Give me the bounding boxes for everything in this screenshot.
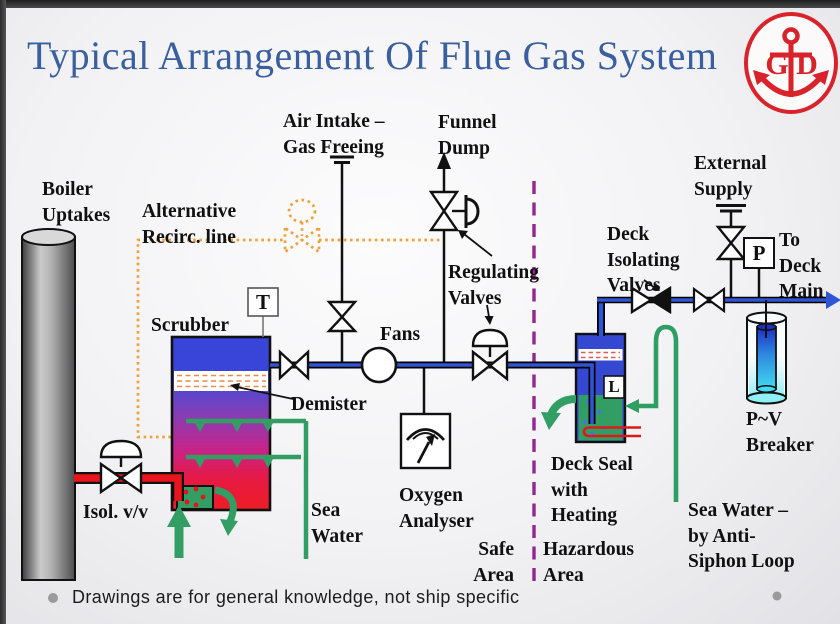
oxygen-analyser-gauge — [399, 412, 452, 470]
label-deck-seal: Deck Seal with Heating — [551, 454, 633, 527]
label-fans: Fans — [380, 324, 421, 345]
label-sea-water: Sea Water — [311, 500, 363, 547]
footer-note: Drawings are for general knowledge, not … — [72, 587, 520, 607]
funnel-dump-valve — [428, 190, 480, 232]
logo-letter-g: G — [765, 48, 788, 81]
deck-seal-drain-arrow — [541, 395, 577, 430]
heating-coil — [582, 426, 641, 438]
label-funnel-dump: Funnel Dump — [438, 112, 497, 159]
company-logo: G D — [744, 12, 838, 114]
label-regulating-valves: Regulating Valves — [448, 262, 540, 309]
temperature-sensor-letter: T — [255, 290, 270, 314]
scrubber-outlet-valve — [278, 349, 310, 381]
footer-bullet-right — [772, 591, 782, 601]
deck-isolating-valve-1 — [630, 285, 672, 315]
anti-siphon-loop — [625, 324, 679, 502]
air-intake-valve — [326, 300, 358, 333]
boiler-uptake-cylinder — [21, 228, 76, 581]
label-deck-isolating: Deck Isolating Valves — [607, 224, 680, 297]
label-boiler-uptakes: Boiler Uptakes — [42, 179, 111, 226]
label-scrubber: Scrubber — [151, 315, 229, 336]
deck-main-arrowhead — [826, 291, 840, 309]
pv-breaker-column — [746, 300, 787, 405]
page-title: Typical Arrangement Of Flue Gas System — [27, 33, 718, 78]
scrubber-tower — [170, 335, 272, 512]
deck-water-seal — [574, 332, 627, 444]
label-air-intake: Air Intake – Gas Freeing — [283, 111, 385, 158]
label-oxygen-analyser: Oxygen Analyser — [399, 485, 474, 532]
deck-isolating-valve-2 — [692, 286, 726, 314]
label-demister: Demister — [291, 394, 367, 415]
label-to-deck-main: To Deck Main — [779, 230, 824, 303]
level-sensor-letter: L — [608, 377, 620, 396]
scrubber-drain-arrow — [214, 486, 238, 536]
demister-band — [174, 371, 268, 391]
footer-bullet-left — [48, 593, 58, 603]
sea-water-inlet-arrow — [167, 505, 191, 558]
level-sensor-box — [603, 375, 625, 399]
logo-letter-d: D — [796, 48, 818, 81]
alternative-recirc-dotted-line — [136, 198, 443, 439]
external-supply-valve — [715, 225, 747, 261]
temperature-sensor — [247, 287, 279, 337]
pressure-sensor-box — [743, 237, 775, 269]
regulating-pointer-arrows — [458, 230, 494, 325]
left-border — [0, 0, 6, 624]
label-alt-recirc: Alternative Recirc. line — [142, 201, 237, 248]
funnel-dump-arrowhead — [437, 152, 451, 169]
regulating-valve-with-diaphragm — [471, 328, 509, 382]
demister-pointer-arrow — [230, 383, 294, 400]
label-hazardous-area: Hazardous Area — [543, 539, 635, 586]
label-pv-breaker: P~V Breaker — [746, 409, 814, 456]
label-external-supply: External Supply — [694, 153, 767, 200]
isolating-valve — [99, 439, 143, 495]
gas-fan — [360, 346, 398, 384]
label-isol-vv: Isol. v/v — [83, 502, 149, 523]
deck-valves-pointer-arrow — [643, 279, 660, 291]
seal-bubbles — [183, 486, 206, 508]
top-border — [0, 0, 840, 8]
label-sea-water-anti-siphon: Sea Water – by Anti- Siphon Loop — [688, 500, 795, 573]
label-safe-area: Safe Area — [473, 539, 514, 586]
pressure-sensor-letter: P — [752, 241, 766, 265]
sea-water-spray-pipes — [186, 418, 309, 559]
